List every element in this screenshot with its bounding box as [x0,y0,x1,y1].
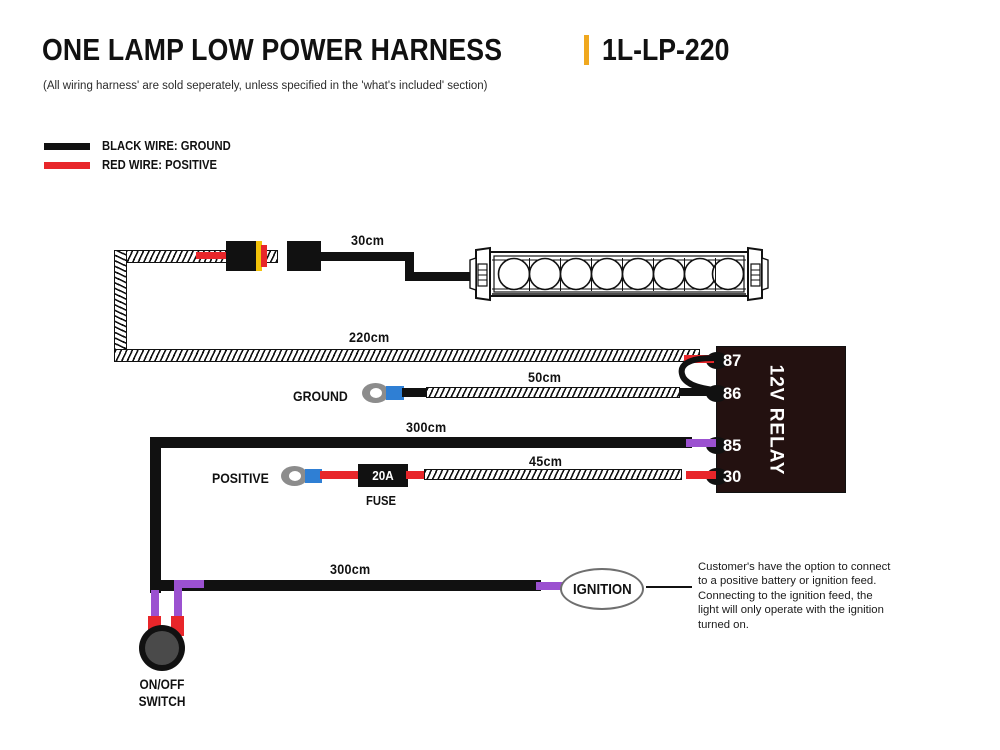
onoff-switch-body[interactable] [139,625,185,671]
relay-label: 12V RELAY [765,364,787,475]
wire-purple-pin85 [686,439,716,447]
ignition-note-text: Customer's have the option to connect to… [698,561,891,631]
wire-300cm-switch-drop [150,437,161,593]
wire-300cm-relay-trigger [150,437,692,448]
label-positive: POSITIVE [212,470,269,486]
wire-30cm-upper [318,252,414,261]
crimp-barrel-positive [305,469,322,483]
crimp-barrel-ground [386,386,404,400]
fuse-caption: FUSE [366,494,397,508]
wire-red-pin30 [686,471,716,479]
legend-label-ground: BLACK WIRE: GROUND [102,139,231,153]
wire-color-legend: BLACK WIRE: GROUND RED WIRE: POSITIVE [44,138,245,176]
legend-swatch-black [44,142,90,150]
dimension-30cm: 30cm [351,233,385,248]
wire-red-to-connector [196,252,234,259]
ring-terminal-ground [362,383,389,403]
relay-jumper-87-86 [678,355,715,393]
wire-purple-switch-jog [174,580,204,588]
wire-purple-switch-right [174,580,182,624]
onoff-switch-face[interactable] [145,631,179,665]
relay-body: 12V RELAY [716,346,846,493]
relay-pin-label-30: 30 [723,468,742,486]
wire-purple-switch-left [151,590,159,624]
dimension-220cm: 220cm [349,330,390,345]
dimension-45cm: 45cm [529,454,563,469]
legend-item-positive: RED WIRE: POSITIVE [44,157,245,173]
page-subtitle: (All wiring harness' are sold seperately… [43,80,488,92]
fuse-rating: 20A [372,468,394,483]
page-header: ONE LAMP LOW POWER HARNESS 1L-LP-220 [42,32,750,68]
wire-30cm-step [405,252,414,280]
connector-female [287,241,321,271]
sleeved-wire-50cm [426,387,680,398]
wire-300cm-ignition-run [161,580,541,591]
dimension-300cm-relay: 300cm [406,420,447,435]
wire-black-pin86 [676,388,714,396]
sleeved-wire-220cm-left [114,250,127,362]
title-separator-bar [584,35,590,65]
ignition-label: IGNITION [572,580,632,598]
connector-male [226,241,258,271]
ring-terminal-hole [289,471,301,481]
wire-purple-to-ignition [536,582,568,590]
led-light-bar [466,244,772,306]
wire-red-fuse-out [406,471,428,479]
legend-item-ground: BLACK WIRE: GROUND [44,138,245,154]
dimension-300cm-switch: 300cm [330,562,371,577]
ring-terminal-hole [370,388,382,398]
legend-label-positive: RED WIRE: POSITIVE [102,158,218,172]
legend-swatch-red [44,161,90,169]
ignition-node: IGNITION [560,568,644,610]
onoff-switch-caption: ON/OFF SWITCH [138,677,186,709]
wire-30cm-lower [405,272,481,281]
relay-pin-label-85: 85 [723,437,742,455]
ring-terminal-positive [281,466,308,486]
connector-seal-yellow [256,241,262,271]
relay-pin-label-87: 87 [723,352,742,370]
dimension-50cm: 50cm [528,370,562,385]
sleeved-wire-220cm-bottom [114,349,700,362]
ignition-note-leader-line [646,586,692,588]
sleeved-wire-45cm [424,469,682,480]
label-ground: GROUND [293,388,348,404]
connector-lock-red [261,245,267,267]
product-code: 1L-LP-220 [602,32,730,67]
fuse-holder: 20A [358,464,408,487]
wire-red-to-fuse [320,471,360,479]
page-title: ONE LAMP LOW POWER HARNESS [42,32,503,67]
relay-pin-label-86: 86 [723,385,742,403]
wire-black-ground-lead [402,388,430,397]
